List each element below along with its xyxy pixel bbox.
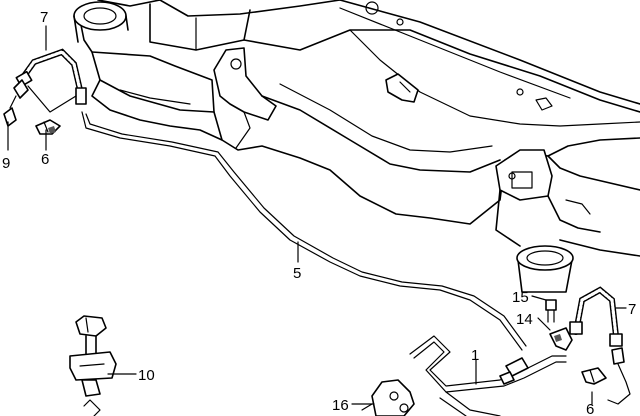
callout-15: 15 — [512, 289, 529, 306]
callout-14: 14 — [516, 311, 533, 328]
brake-hose-left — [3, 48, 87, 135]
callout-7-right: 7 — [628, 301, 636, 318]
callout-9: 9 — [2, 155, 10, 172]
subframe — [73, 0, 640, 293]
leader-lines — [7, 25, 627, 405]
part-10-clip — [69, 315, 117, 416]
callout-7-left: 7 — [40, 9, 48, 26]
brake-line-5 — [81, 111, 527, 351]
callout-5: 5 — [293, 265, 301, 282]
brake-hose-right — [545, 286, 631, 405]
callout-6-left: 6 — [41, 151, 49, 168]
callout-6-right: 6 — [586, 401, 594, 416]
callouts: 7 9 6 5 15 7 14 1 10 16 6 — [2, 9, 636, 416]
part-16-bracket — [361, 379, 415, 416]
callout-1: 1 — [471, 347, 479, 364]
brake-line-1 — [409, 335, 567, 416]
callout-16: 16 — [332, 397, 349, 414]
callout-10: 10 — [138, 367, 155, 384]
